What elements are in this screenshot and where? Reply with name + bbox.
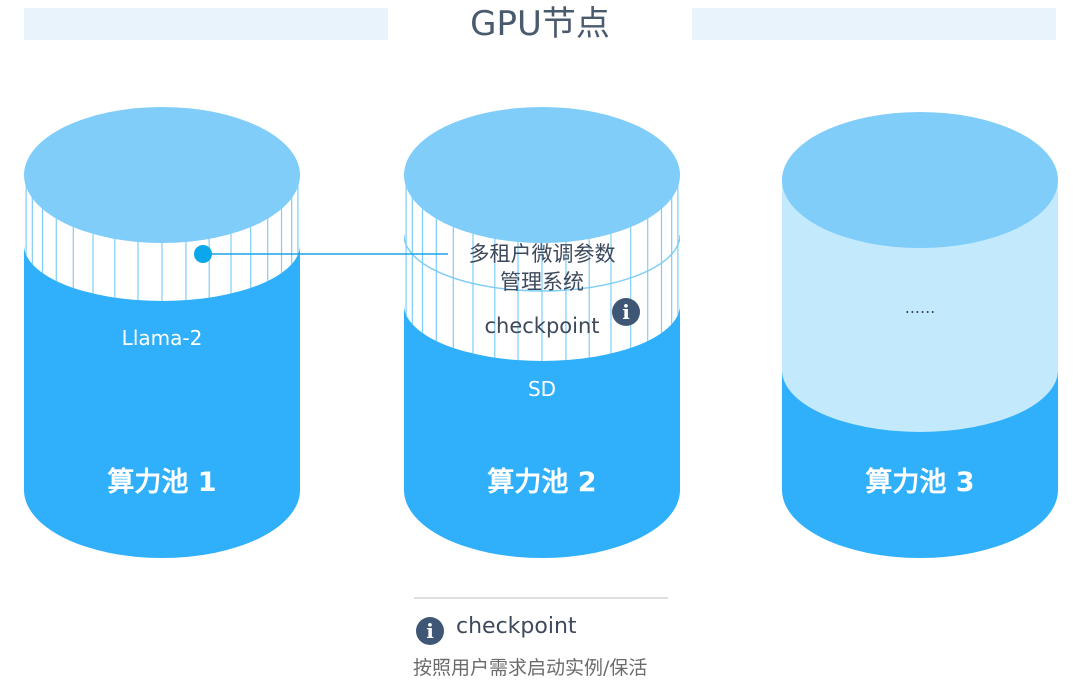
pool-1-top-face <box>24 107 300 243</box>
pool-3-top-face <box>782 112 1058 248</box>
legend-divider <box>414 597 668 599</box>
pool-1-cylinder[interactable] <box>24 107 300 558</box>
pool-2-band-divider <box>404 234 680 292</box>
info-icon[interactable]: i <box>612 298 640 326</box>
pool-2-system-label-line2: 管理系统 <box>500 270 584 294</box>
legend-description: 按照用户需求启动实例/保活 <box>413 657 648 679</box>
header-banner-left <box>24 8 388 40</box>
pool-2-system-label-line1: 多租户微调参数 <box>468 242 616 266</box>
pool-3-placeholder: ...... <box>904 298 936 317</box>
page-title: GPU节点 <box>470 4 610 44</box>
pool-2-top-face <box>404 107 680 243</box>
pool-3-cylinder[interactable] <box>782 112 1058 558</box>
pool-2-cylinder[interactable] <box>404 107 680 558</box>
pool-2-model-label: SD <box>527 377 557 401</box>
pool-1-model-label: Llama-2 <box>121 326 203 350</box>
pool-3-name: 算力池 3 <box>865 467 975 498</box>
pool-2-name: 算力池 2 <box>487 467 597 498</box>
pool-3-light-section <box>782 180 1058 432</box>
header-banner-right <box>692 8 1056 40</box>
legend-info-icon: i <box>416 617 444 645</box>
pool-2-checkpoint-label: checkpoint <box>484 314 600 338</box>
connector-dot <box>194 245 212 263</box>
legend-title: checkpoint <box>456 614 577 639</box>
pool-1-name: 算力池 1 <box>107 467 217 498</box>
